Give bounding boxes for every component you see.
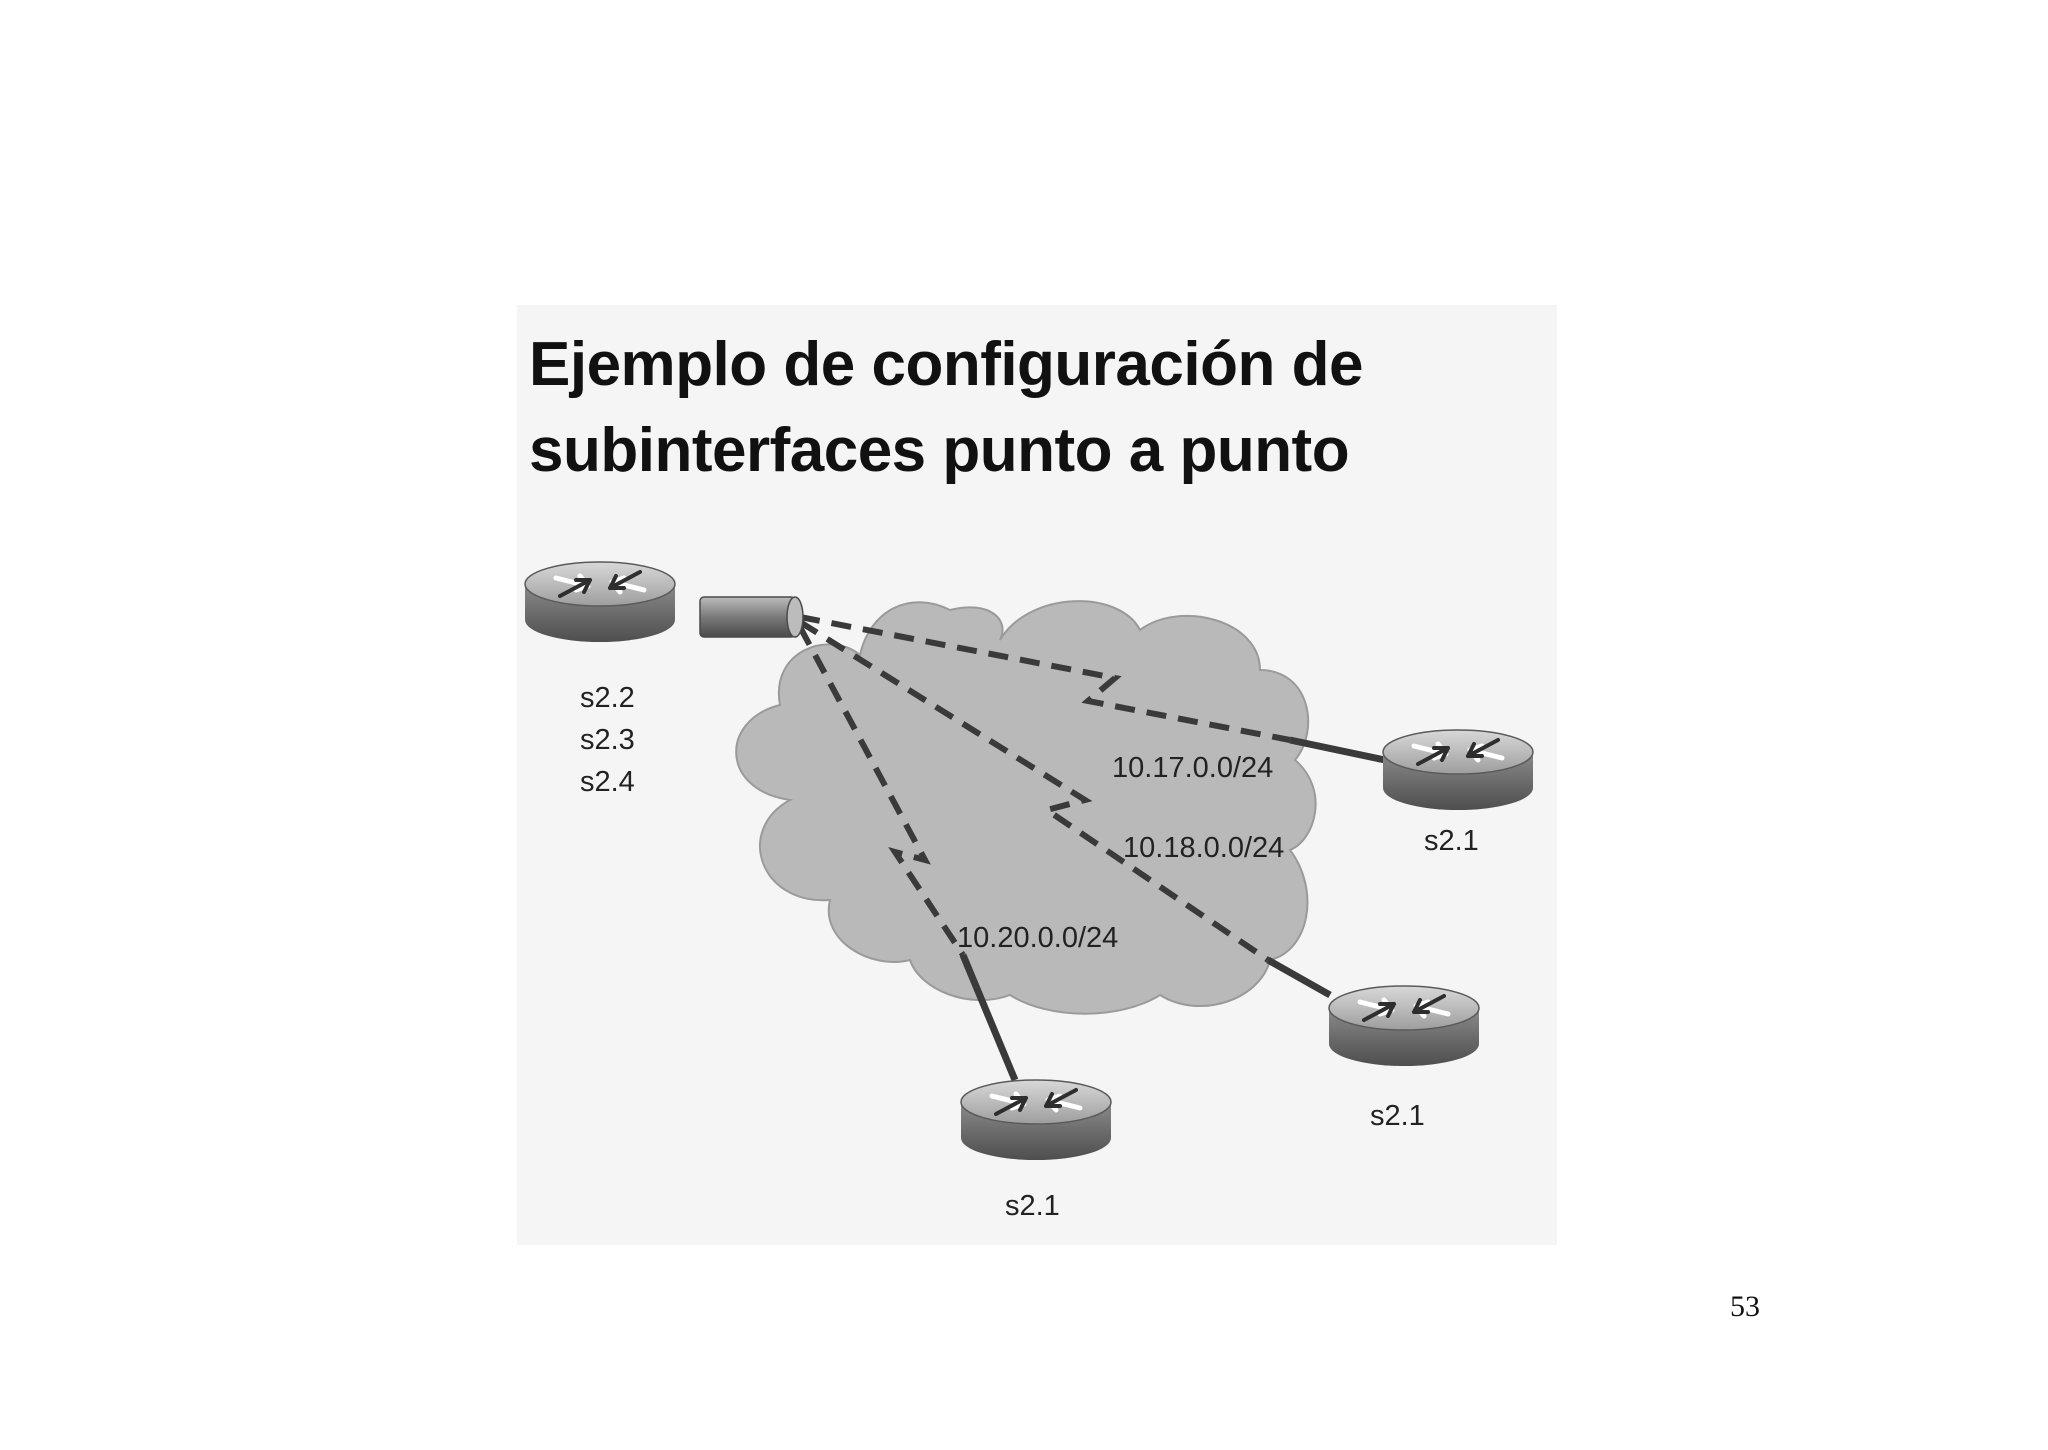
title-line-2: subinterfaces punto a punto [529,416,1350,485]
pvc-line-10-18 [798,619,1270,963]
page-number: 53 [1730,1290,1760,1323]
serial-interface-connector [699,596,796,638]
hub-interface-label: s2.3 [580,724,635,756]
subnet-label: 10.20.0.0/24 [957,922,1118,954]
pvc-line-10-20 [797,625,966,957]
remote-router-2 [1329,986,1479,1066]
remote-router-1 [1383,730,1533,810]
pvc-line-10-17 [799,614,1291,743]
remote-router-3 [961,1080,1111,1160]
slide-title: Ejemplo de configuración de subinterface… [529,322,1529,494]
remote-interface-label: s2.1 [1370,1100,1425,1132]
subnet-label: 10.17.0.0/24 [1112,752,1273,784]
remote-interface-label: s2.1 [1005,1190,1060,1222]
title-line-1: Ejemplo de configuración de [529,330,1363,399]
router-icon [525,562,675,642]
hub-interface-label: s2.2 [580,682,635,714]
remote-interface-label: s2.1 [1424,825,1479,857]
subnet-label: 10.18.0.0/24 [1123,832,1284,864]
hub-router [525,562,804,642]
hub-interface-label: s2.4 [580,766,635,798]
frame-relay-cloud-icon [735,600,1317,1015]
